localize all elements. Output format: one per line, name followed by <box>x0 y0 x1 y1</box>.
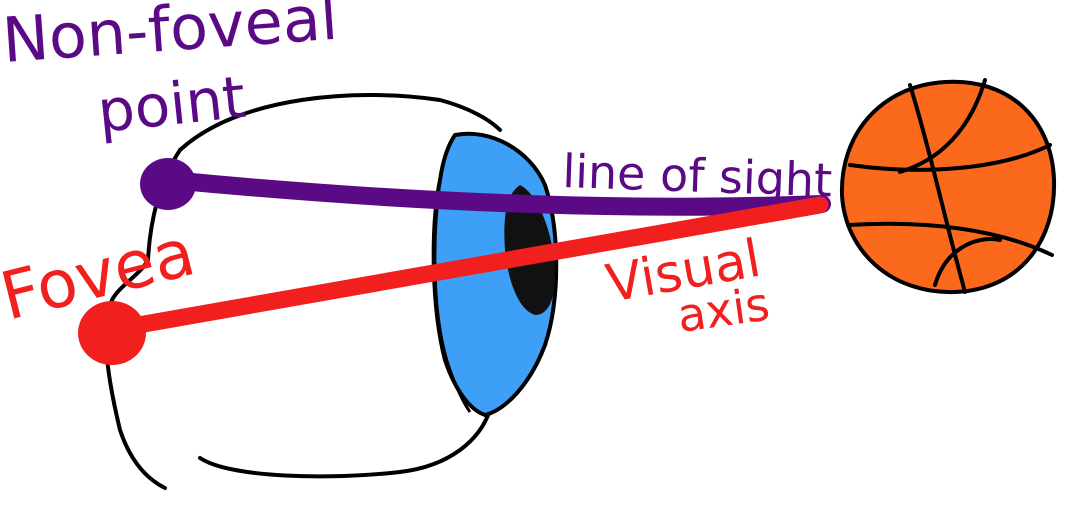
eyeball-outline-lower <box>198 408 492 479</box>
non-foveal-label-line1: Non-foveal <box>0 0 340 77</box>
eyeball-outline-upper <box>178 93 502 152</box>
cornea-edge <box>433 179 472 413</box>
basketball-icon <box>839 78 1057 295</box>
visual-axis <box>78 196 829 365</box>
line-of-sight-label: line of sight <box>562 144 833 207</box>
line-of-sight <box>140 158 831 216</box>
eyeball-outline-back <box>104 148 182 490</box>
eye-icon <box>104 93 502 490</box>
non-foveal-label-line2: point <box>94 63 248 146</box>
visual-axis-label-line2: axis <box>674 277 773 343</box>
fovea-point <box>78 301 146 365</box>
non-foveal-point <box>140 158 196 210</box>
